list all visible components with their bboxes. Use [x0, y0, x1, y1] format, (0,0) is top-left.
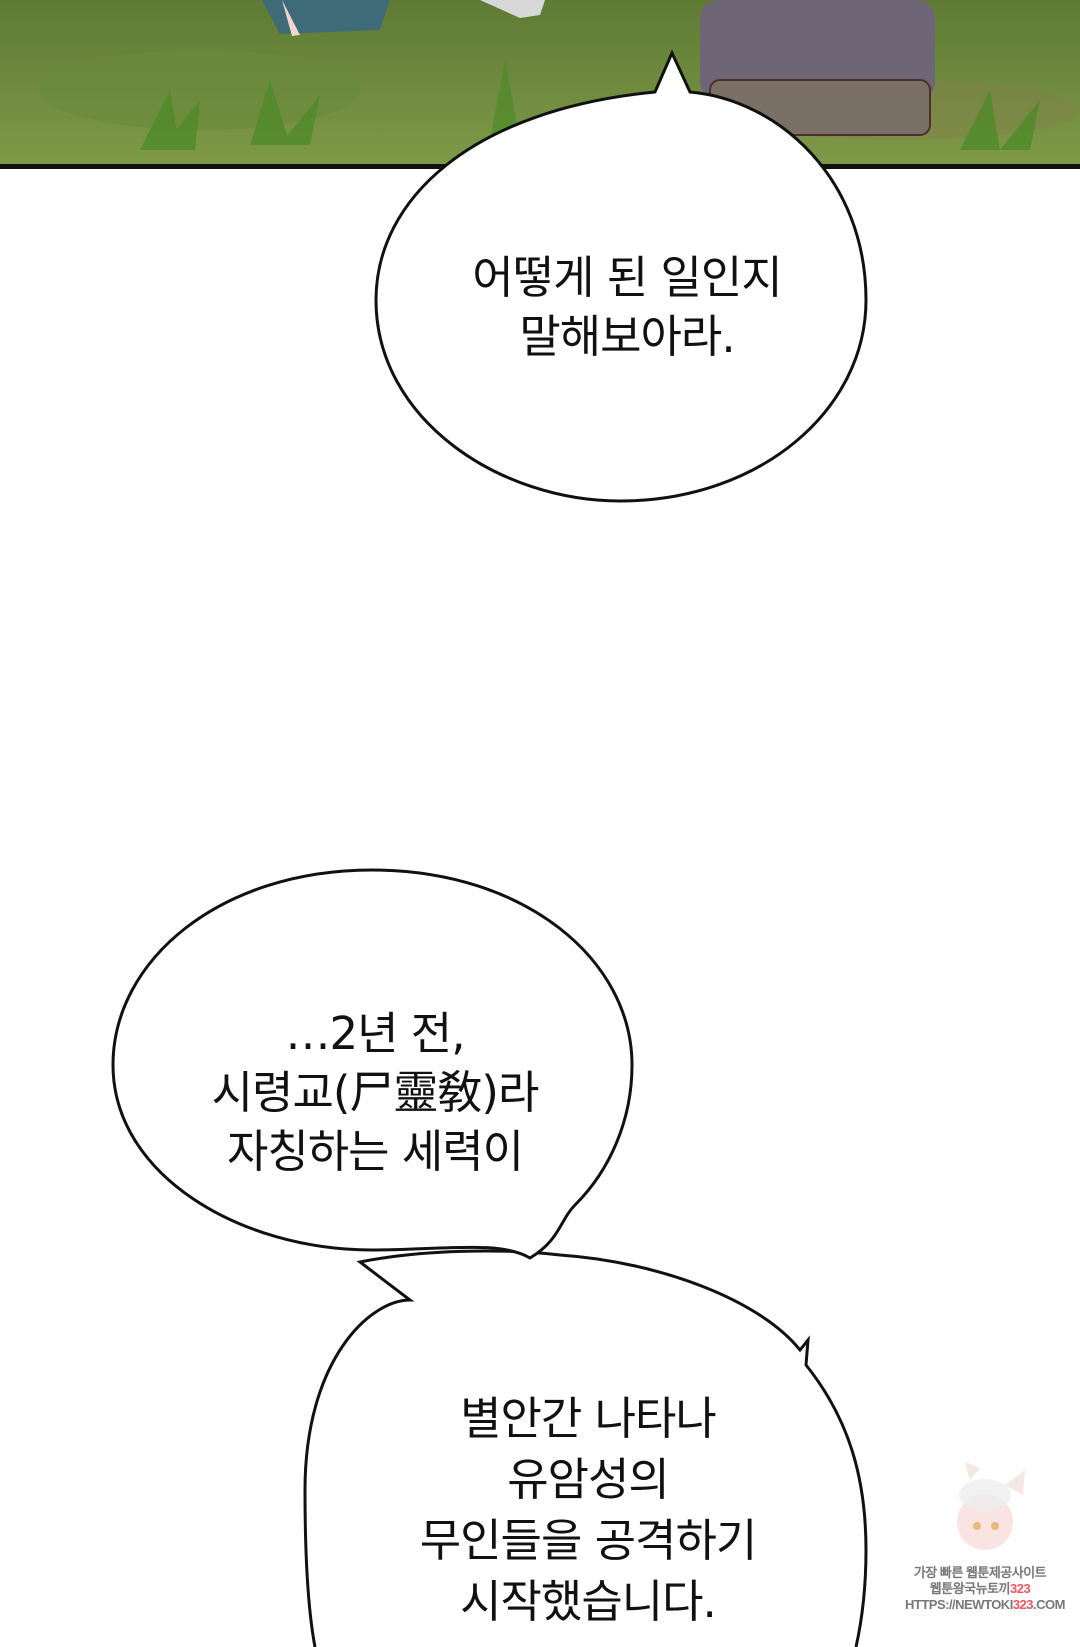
watermark-line-3: HTTPS://NEWTOKI323.COM [905, 1597, 1065, 1613]
dialogue-line: 별안간 나타나 [460, 1392, 717, 1445]
speech-bubble-1 [374, 49, 868, 503]
dialogue-line: 어떻게 된 일인지 [472, 251, 782, 304]
watermark-url-number: 323 [1012, 1597, 1034, 1612]
dialogue-line: 유암성의 [507, 1453, 670, 1506]
speech-bubble-3 [303, 1249, 868, 1647]
speech-bubble-2 [111, 868, 634, 1260]
speech-bubbles [111, 49, 868, 1647]
dialogue-line: …2년 전, [285, 1007, 465, 1060]
dialogue-line: 자칭하는 세력이 [226, 1125, 524, 1178]
watermark-site-name: 웹툰왕국뉴토끼 [929, 1581, 1011, 1596]
dialogue-line: 시령교(尸靈敎)라 [211, 1066, 540, 1119]
dialogue-line: 시작했습니다. [460, 1575, 717, 1628]
dialogue-line: 말해보아라. [519, 310, 735, 363]
grass-scene [0, 0, 1080, 169]
watermark-url-prefix: HTTPS://NEWTOKI [905, 1597, 1013, 1612]
watermark: 가장 빠른 웹툰제공사이트 웹툰왕국뉴토끼323 HTTPS://NEWTOKI… [905, 1565, 1065, 1613]
watermark-url-suffix: .COM [1033, 1597, 1065, 1612]
watermark-line-1: 가장 빠른 웹툰제공사이트 [913, 1565, 1047, 1580]
watermark-mascot-icon [957, 1462, 1025, 1550]
dialogue-line: 무인들을 공격하기 [419, 1514, 758, 1567]
watermark-line-2: 웹툰왕국뉴토끼323 [905, 1581, 1055, 1597]
speech-bubble-2-text: …2년 전, 시령교(尸靈敎)라 자칭하는 세력이 [211, 1004, 540, 1181]
watermark-site-number: 323 [1010, 1581, 1031, 1596]
speech-bubble-3-text: 별안간 나타나 유암성의 무인들을 공격하기 시작했습니다. [419, 1388, 758, 1632]
speech-bubble-1-text: 어떻게 된 일인지 말해보아라. [472, 248, 782, 366]
